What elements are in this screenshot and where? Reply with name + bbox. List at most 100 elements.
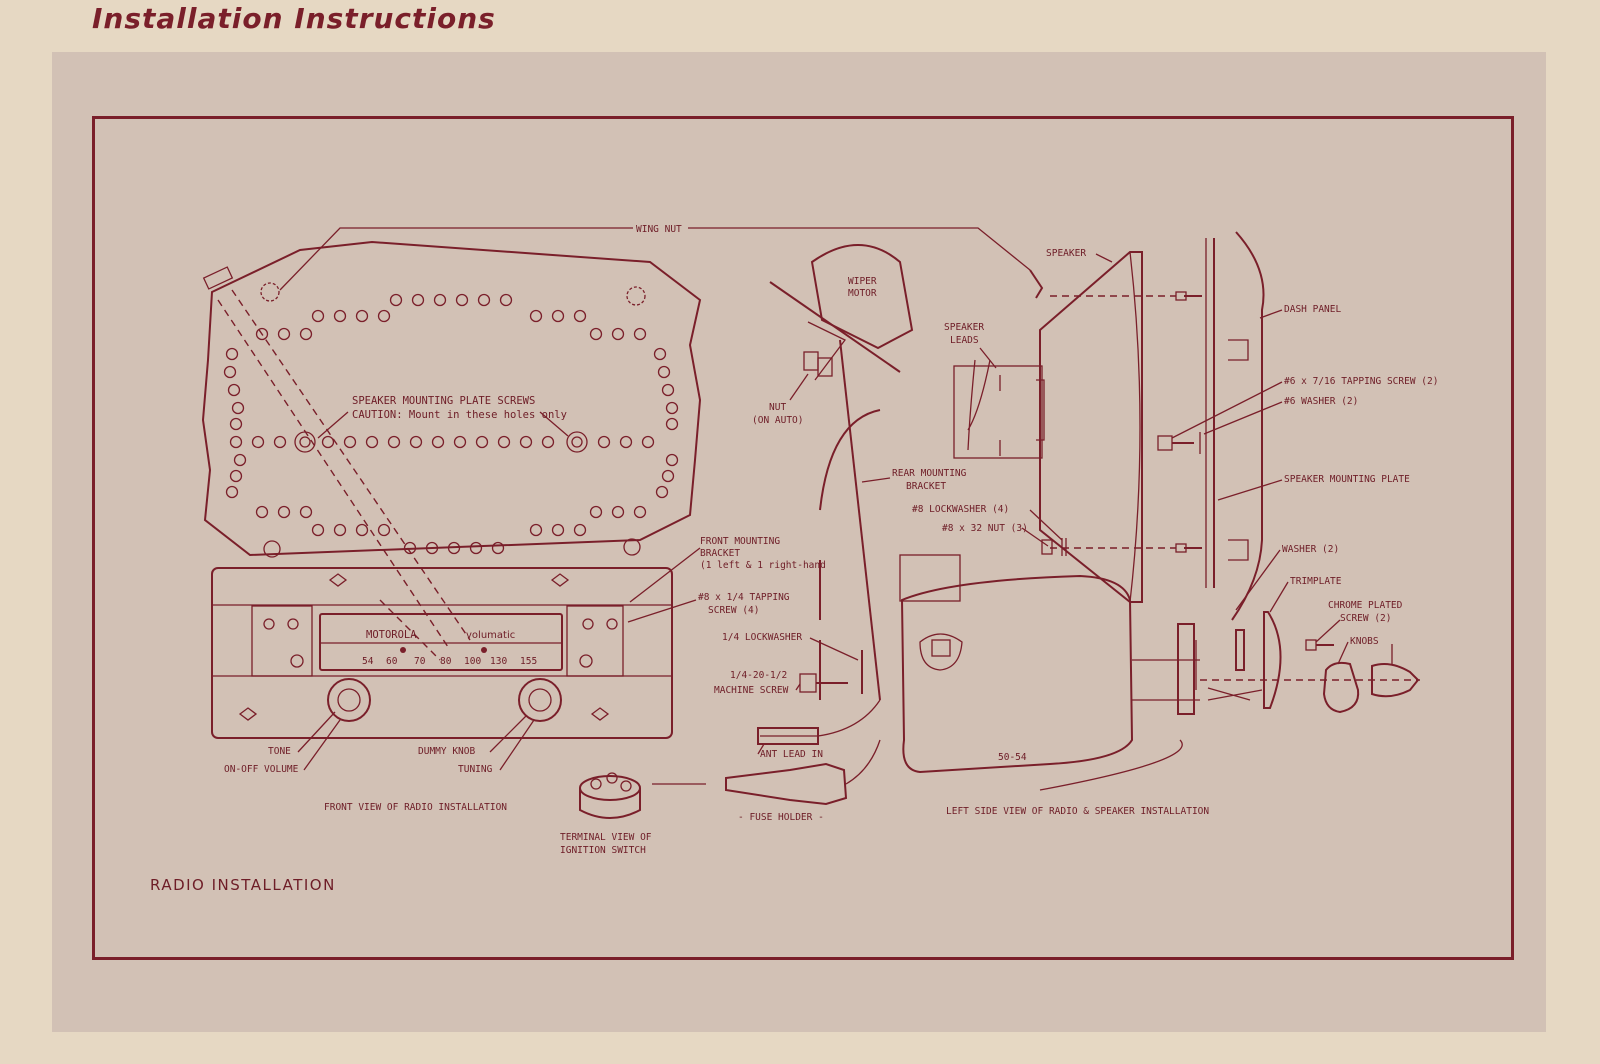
plate-hole: [321, 435, 335, 449]
plate-hole: [665, 401, 679, 415]
label-front-bracket-3: (1 left & 1 right-hand: [700, 560, 826, 571]
plate-hole: [311, 309, 325, 323]
plate-hole: [227, 383, 241, 397]
plate-hole: [225, 347, 239, 361]
plate-hole: [387, 435, 401, 449]
ignition-switch: [579, 772, 641, 819]
label-wing-nut: WING NUT: [636, 224, 682, 235]
label-wiper-motor-2: MOTOR: [848, 288, 877, 299]
label-machine-screw-2: MACHINE SCREW: [714, 685, 789, 696]
plate-hole: [551, 523, 565, 537]
plate-hole: [231, 401, 245, 415]
label-fuse-holder: - FUSE HOLDER -: [738, 812, 824, 823]
label-tapping-screw-6: #6 x 7/16 TAPPING SCREW (2): [1284, 376, 1438, 387]
plate-hole: [499, 293, 513, 307]
plate-hole: [661, 469, 675, 483]
label-speaker-leads-1: SPEAKER: [944, 322, 984, 333]
label-speaker-mounting-plate: SPEAKER MOUNTING PLATE: [1284, 474, 1410, 485]
plate-hole: [541, 435, 555, 449]
dial-scale-value: 100: [464, 656, 481, 667]
plate-hole: [491, 541, 505, 555]
label-terminal-view-2: IGNITION SWITCH: [560, 845, 646, 856]
plate-hole: [641, 435, 655, 449]
label-machine-screw-1: 1/4-20-1/2: [730, 670, 787, 681]
plate-hole: [433, 293, 447, 307]
plate-hole: [311, 523, 325, 537]
plate-hole: [233, 453, 247, 467]
plate-hole: [377, 309, 391, 323]
plate-hole: [475, 435, 489, 449]
plate-hole: [529, 309, 543, 323]
plate-hole: [573, 309, 587, 323]
plate-hole: [299, 505, 313, 519]
dial-scale-value: 54: [362, 656, 374, 667]
label-ant-lead: ANT LEAD IN: [760, 749, 823, 760]
dial-model: volumatic: [466, 630, 515, 641]
plate-hole: [389, 293, 403, 307]
label-lockwasher-14: 1/4 LOCKWASHER: [722, 632, 802, 643]
label-nut-8: #8 x 32 NUT (3): [942, 523, 1028, 534]
label-rear-bracket-2: BRACKET: [906, 481, 946, 492]
plate-hole: [333, 309, 347, 323]
plate-hole: [229, 435, 243, 449]
plate-hole: [229, 417, 243, 431]
plate-hole: [277, 327, 291, 341]
label-on-off-volume: ON-OFF VOLUME: [224, 764, 299, 775]
plate-hole: [343, 435, 357, 449]
plate-hole: [497, 435, 511, 449]
plate-hole: [519, 435, 533, 449]
speaker-mounting-plate-front: [201, 240, 702, 558]
plate-hole: [299, 327, 313, 341]
plate-hole: [225, 485, 239, 499]
label-terminal-view-1: TERMINAL VIEW OF: [560, 832, 652, 843]
plate-hole: [611, 505, 625, 519]
wiper-motor: [769, 244, 914, 381]
plate-hole: [619, 435, 633, 449]
plate-hole: [665, 453, 679, 467]
speaker-side: [953, 251, 1143, 603]
plate-hole: [251, 435, 265, 449]
plate-hole: [551, 309, 565, 323]
plate-hole: [447, 541, 461, 555]
radio-side-body: [899, 554, 1200, 774]
label-front-bracket-2: BRACKET: [700, 548, 740, 559]
plate-hole: [377, 523, 391, 537]
label-trimplate: TRIMPLATE: [1290, 576, 1342, 587]
diagram-caption: RADIO INSTALLATION: [150, 876, 336, 894]
label-chrome-screw-1: CHROME PLATED: [1328, 600, 1403, 611]
label-chrome-screw-2: SCREW (2): [1340, 613, 1391, 624]
label-part-number: 50-54: [998, 752, 1027, 763]
label-washer-2: WASHER (2): [1282, 544, 1339, 555]
plate-hole: [661, 383, 675, 397]
label-dummy-knob: DUMMY KNOB: [418, 746, 475, 757]
label-left-side-view: LEFT SIDE VIEW OF RADIO & SPEAKER INSTAL…: [946, 806, 1209, 817]
plate-hole: [403, 541, 417, 555]
plate-hole: [453, 435, 467, 449]
dial-scale-value: 155: [520, 656, 537, 667]
plate-hole: [633, 505, 647, 519]
plate-hole: [611, 327, 625, 341]
plate-hole: [229, 469, 243, 483]
radio-front-body: [211, 567, 673, 739]
plate-hole: [455, 293, 469, 307]
plate-hole: [355, 523, 369, 537]
plate-hole: [365, 435, 379, 449]
label-lockwasher-8: #8 LOCKWASHER (4): [912, 504, 1009, 515]
plate-hole: [333, 523, 347, 537]
label-wiper-motor-1: WIPER: [848, 276, 877, 287]
label-tapping-screw-8-2: SCREW (4): [708, 605, 759, 616]
dial-brand: MOTOROLA: [366, 629, 417, 641]
plate-hole: [277, 505, 291, 519]
label-nut-on-auto-2: (ON AUTO): [752, 415, 803, 426]
plate-hole: [589, 505, 603, 519]
dial-scale-value: 70: [414, 656, 426, 667]
plate-hole: [657, 365, 671, 379]
label-tone: TONE: [268, 746, 291, 757]
plate-hole: [355, 309, 369, 323]
plate-hole: [223, 365, 237, 379]
label-rear-bracket-1: REAR MOUNTING: [892, 468, 967, 479]
plate-hole: [655, 485, 669, 499]
plate-hole: [529, 523, 543, 537]
plate-hole: [409, 435, 423, 449]
